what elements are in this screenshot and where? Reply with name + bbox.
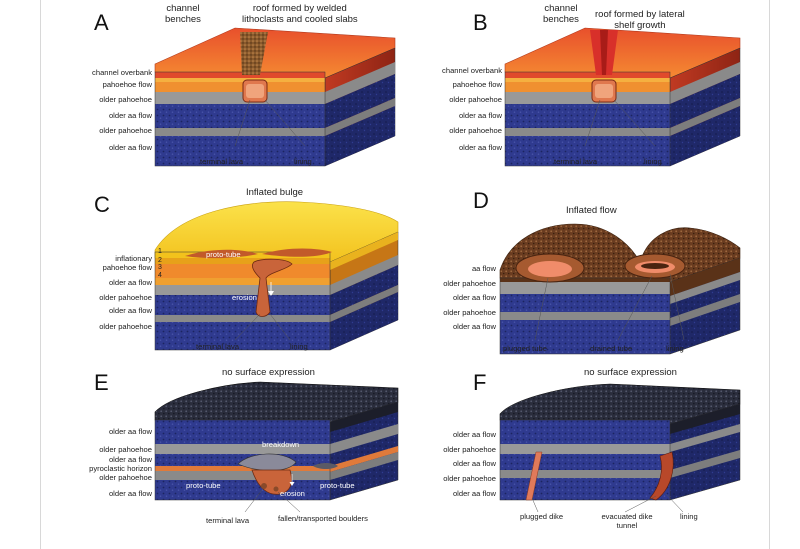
label-erosion: erosion [232, 293, 257, 302]
label-terminal-lava: terminal lava [196, 342, 240, 351]
title-roof: roof formed by welded lithoclasts and co… [242, 3, 358, 25]
layer-label: pahoehoe flow [102, 80, 152, 89]
layer-label: aa flow [471, 264, 496, 273]
layer-number: 2 [158, 257, 162, 264]
layer-label: pyroclastic horizon [89, 464, 152, 473]
panel-letter: B [473, 10, 488, 35]
layer-label: older pahoehoe [99, 322, 152, 331]
layer-label: older pahoehoe [443, 445, 496, 454]
label-breakdown: breakdown [262, 440, 300, 449]
layer-label: pahoehoe flow [102, 263, 152, 272]
label-terminal-lava: terminal lava [206, 516, 250, 525]
layer-label: older aa flow [452, 293, 496, 302]
panel-b: B channel benches roof formed by lateral… [0, 0, 800, 180]
layer-label: older aa flow [108, 111, 152, 120]
layer-label: older pahoehoe [443, 279, 496, 288]
label-fallen-boulders: fallen/transported boulders [278, 514, 368, 523]
label-erosion: erosion [280, 489, 305, 498]
layer-label: older aa flow [108, 489, 152, 498]
layer-label: older pahoehoe [449, 126, 502, 135]
layer-label: older aa flow [108, 455, 152, 464]
label-proto-tube: proto-tube [320, 481, 355, 490]
title-inflated-flow: Inflated flow [566, 205, 617, 216]
layer-label: older pahoehoe [99, 473, 152, 482]
block-diagram-e [154, 381, 399, 513]
panel-letter: F [473, 370, 487, 395]
layer-label: older aa flow [458, 143, 502, 152]
layer-label: older aa flow [108, 143, 152, 152]
block-diagram-b [504, 27, 741, 167]
label-lining: lining [290, 342, 308, 351]
layer-label: pahoehoe flow [452, 80, 502, 89]
layer-label: older aa flow [452, 459, 496, 468]
layer-label: older pahoehoe [99, 95, 152, 104]
panel-letter: E [94, 370, 109, 395]
layer-label: older pahoehoe [443, 308, 496, 317]
layer-label: older aa flow [452, 322, 496, 331]
title-channel-benches: channel benches [543, 3, 579, 25]
label-terminal-lava: terminal lava [554, 157, 598, 166]
figure-frame [40, 0, 770, 549]
label-plugged-tube: plugged tube [503, 344, 547, 353]
layer-label: older aa flow [452, 489, 496, 498]
layer-label: inflationary [115, 254, 152, 263]
panel-letter: A [94, 10, 109, 35]
label-lining: lining [680, 512, 698, 521]
title-inflated-bulge: Inflated bulge [246, 187, 304, 198]
title-no-surface-expression: no surface expression [584, 367, 677, 378]
label-drained-tube: drained tube [590, 344, 633, 353]
layer-label: older aa flow [108, 306, 152, 315]
panel-c: C Inflated bulge 1 2 3 4 proto-tube [94, 187, 399, 351]
label-lining: lining [644, 157, 662, 166]
block-diagram-c [154, 201, 399, 351]
layer-label: channel overbank [92, 68, 152, 77]
panel-e: E no surface expression breakdown proto-… [89, 367, 399, 525]
layer-number: 4 [158, 272, 162, 279]
layer-label: older pahoehoe [99, 126, 152, 135]
layer-number: 1 [158, 248, 162, 255]
layer-label: older aa flow [108, 427, 152, 436]
title-no-surface-expression: no surface expression [222, 367, 315, 378]
layer-number: 3 [158, 264, 162, 271]
label-lining: lining [294, 157, 312, 166]
label-proto-tube: proto-tube [186, 481, 221, 490]
title-channel-benches: channel benches [165, 3, 201, 25]
label-lining: lining [666, 344, 684, 353]
panel-a: A channel benches roof formed by welded … [0, 0, 400, 180]
panel-letter: D [473, 188, 489, 213]
layer-label: older pahoehoe [99, 445, 152, 454]
title-roof: roof formed by lateral shelf growth [595, 9, 685, 31]
layer-label: older aa flow [452, 430, 496, 439]
layer-label: older aa flow [458, 111, 502, 120]
label-plugged-dike: plugged dike [520, 512, 564, 521]
label-proto-tube: proto-tube [206, 250, 241, 259]
label-terminal-lava: terminal lava [200, 157, 244, 166]
panel-letter: C [94, 192, 110, 217]
block-diagram-a [154, 27, 396, 167]
layer-label: older pahoehoe [443, 474, 496, 483]
label-evacuated-dike: evacuated dike tunnel [601, 512, 653, 530]
layer-label: older aa flow [108, 278, 152, 287]
layer-label: channel overbank [442, 66, 502, 75]
layer-label: older pahoehoe [449, 95, 502, 104]
layer-label: older pahoehoe [99, 293, 152, 302]
